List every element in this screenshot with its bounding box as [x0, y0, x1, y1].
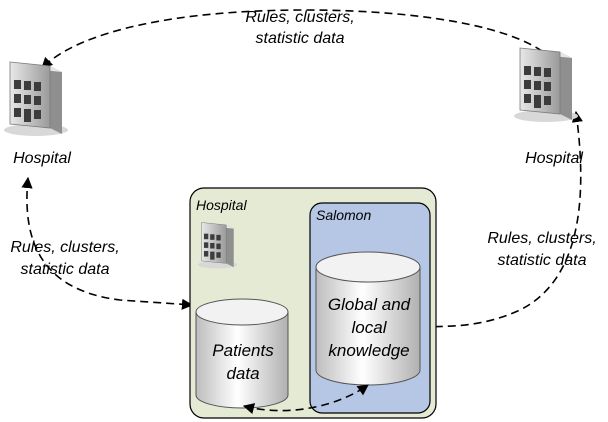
hospital-building-icon: [513, 47, 579, 123]
top-arrow-label-line1: Rules, clusters,: [245, 9, 354, 26]
global-knowledge-line1: Global and: [328, 295, 411, 314]
top-arrow-label-line2: statistic data: [256, 30, 345, 47]
global-knowledge-line2: local: [352, 318, 388, 337]
patients-data-line2: data: [226, 364, 259, 383]
left-arrow-label-line1: Rules, clusters,: [10, 239, 119, 256]
database-cylinder-icon: [195, 298, 289, 409]
inner-arrow: [242, 384, 369, 414]
left-arrow: [21, 176, 194, 310]
right-hospital-label: Hospital: [525, 150, 583, 167]
left-hospital-label: Hospital: [13, 150, 71, 167]
right-arrow: [415, 110, 583, 333]
salomon-label: Salomon: [316, 207, 371, 223]
global-knowledge-line3: knowledge: [328, 341, 409, 360]
hospital-building-icon: [3, 61, 69, 137]
patients-data-line1: Patients: [212, 341, 274, 360]
left-arrow-label-line2: statistic data: [21, 261, 110, 278]
right-arrow-label-line1: Rules, clusters,: [487, 230, 596, 247]
top-arrow: [41, 9, 561, 72]
right-arrow-label-line2: statistic data: [498, 252, 587, 269]
database-cylinder-icon: [315, 251, 421, 386]
inner-hospital-label: Hospital: [196, 197, 247, 213]
